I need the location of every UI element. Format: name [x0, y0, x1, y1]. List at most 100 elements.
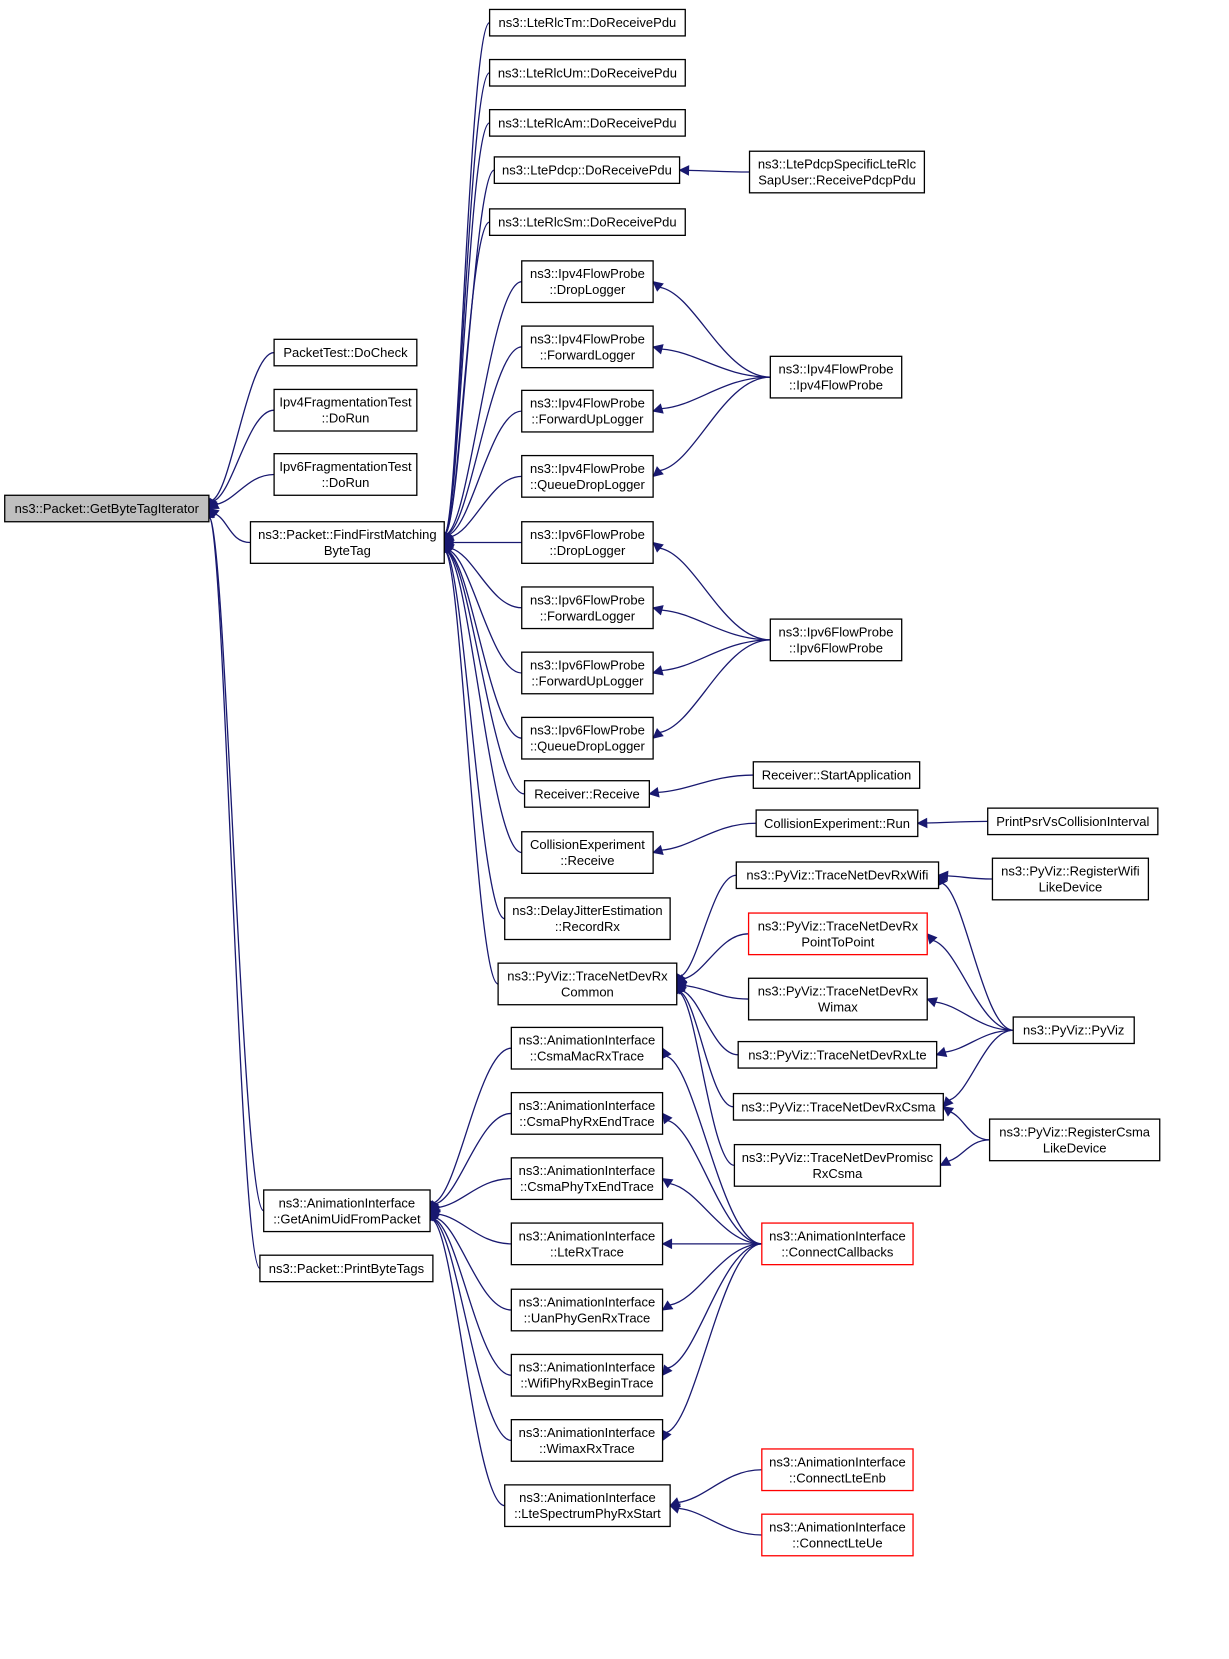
node-label: Common	[561, 984, 614, 999]
node-ai_csmamac[interactable]: ns3::AnimationInterface::CsmaMacRxTrace	[510, 1026, 664, 1070]
node-ai_uan[interactable]: ns3::AnimationInterface::UanPhyGenRxTrac…	[510, 1288, 664, 1332]
node-v4_probe[interactable]: ns3::Ipv4FlowProbe::Ipv4FlowProbe	[769, 355, 903, 399]
node-recv[interactable]: Receiver::Receive	[523, 780, 650, 808]
edge-line	[659, 547, 771, 641]
node-label: ns3::PyViz::RegisterCsma	[999, 1124, 1151, 1139]
call-edge-v4_drop-to-ffm	[441, 281, 522, 544]
node-pdcp_user[interactable]: ns3::LtePdcpSpecificLteRlcSapUser::Recei…	[748, 150, 926, 194]
node-v4_fwd[interactable]: ns3::Ipv4FlowProbe::ForwardLogger	[521, 325, 654, 369]
node-ipv6frag[interactable]: Ipv6FragmentationTest::DoRun	[273, 453, 418, 496]
call-edge-coll_run-to-coll_recv	[652, 822, 757, 856]
node-ai_enb[interactable]: ns3::AnimationInterface::ConnectLteEnb	[761, 1448, 914, 1492]
node-ai_csmaphytx[interactable]: ns3::AnimationInterface::CsmaPhyTxEndTra…	[510, 1157, 664, 1201]
node-tnd_csma[interactable]: ns3::PyViz::TraceNetDevRxCsma	[732, 1092, 944, 1121]
node-label: ::DropLogger	[549, 543, 626, 558]
node-ai_wifi[interactable]: ns3::AnimationInterface::WifiPhyRxBeginT…	[510, 1353, 664, 1397]
node-rlc_um[interactable]: ns3::LteRlcUm::DoReceivePdu	[488, 58, 686, 87]
node-psr[interactable]: PrintPsrVsCollisionInterval	[987, 807, 1159, 836]
node-label: ns3::PyViz::RegisterWifi	[1001, 864, 1140, 879]
node-v6_probe[interactable]: ns3::Ipv6FlowProbe::Ipv6FlowProbe	[769, 618, 903, 662]
node-box	[510, 1091, 664, 1135]
call-edge-ai_uan-to-anim_uid	[429, 1209, 512, 1311]
node-pdcp[interactable]: ns3::LtePdcp::DoReceivePdu	[493, 156, 681, 185]
edge-line	[942, 882, 1014, 1031]
node-label: ::QueueDropLogger	[530, 739, 646, 754]
node-root[interactable]: ns3::Packet::GetByteTagIterator	[4, 494, 210, 523]
node-label: ns3::LtePdcp::DoReceivePdu	[502, 163, 672, 178]
node-rlc_tm[interactable]: ns3::LteRlcTm::DoReceivePdu	[488, 8, 686, 37]
node-label: ns3::Ipv4FlowProbe	[530, 266, 645, 281]
call-edge-psr-to-coll_run	[916, 817, 988, 829]
edge-line	[446, 281, 522, 535]
node-ai_csmaphyrx[interactable]: ns3::AnimationInterface::CsmaPhyRxEndTra…	[510, 1091, 664, 1135]
node-coll_run[interactable]: CollisionExperiment::Run	[755, 809, 919, 838]
node-v6_drop[interactable]: ns3::Ipv6FlowProbe::DropLogger	[521, 521, 654, 564]
node-ipv4frag[interactable]: Ipv4FragmentationTest::DoRun	[273, 388, 418, 432]
node-label: ns3::Ipv6FlowProbe	[530, 592, 645, 607]
node-ai_wimax[interactable]: ns3::AnimationInterface::WimaxRxTrace	[510, 1419, 664, 1462]
node-label: ns3::AnimationInterface	[769, 1228, 906, 1243]
arrowhead-icon	[207, 499, 220, 510]
node-ai_lterx[interactable]: ns3::AnimationInterface::LteRxTrace	[510, 1222, 664, 1266]
node-label: ns3::Packet::FindFirstMatching	[258, 527, 436, 542]
edge-line	[209, 516, 265, 1212]
node-anim_uid[interactable]: ns3::AnimationInterface::GetAnimUidFromP…	[263, 1189, 431, 1233]
node-ai_connect[interactable]: ns3::AnimationInterface::ConnectCallback…	[761, 1222, 914, 1266]
edge-line	[947, 875, 993, 880]
node-label: ::ConnectLteEnb	[789, 1470, 886, 1485]
node-pyviz[interactable]: ns3::PyViz::PyViz	[1012, 1016, 1135, 1045]
node-tnd_wifi[interactable]: ns3::PyViz::TraceNetDevRxWifi	[735, 861, 940, 890]
node-v4_drop[interactable]: ns3::Ipv4FlowProbe::DropLogger	[521, 260, 654, 304]
node-box	[497, 962, 678, 1006]
node-recv_start[interactable]: Receiver::StartApplication	[752, 761, 921, 789]
node-box	[733, 1143, 942, 1187]
node-ai_ltespec[interactable]: ns3::AnimationInterface::LteSpectrumPhyR…	[504, 1484, 671, 1528]
node-tnd_lte[interactable]: ns3::PyViz::TraceNetDevRxLte	[737, 1040, 938, 1069]
call-edge-anim_uid-to-root	[204, 507, 265, 1212]
call-edge-tnd_promisc-to-tnd_common	[674, 982, 735, 1167]
node-box	[273, 338, 418, 367]
edge-line	[948, 1139, 990, 1162]
node-rlc_am[interactable]: ns3::LteRlcAm::DoReceivePdu	[488, 108, 686, 137]
node-label: Receiver::StartApplication	[762, 768, 912, 783]
node-pkt_test[interactable]: PacketTest::DoCheck	[273, 338, 418, 367]
arrowhead-icon	[661, 1178, 674, 1189]
arrowhead-icon	[652, 344, 664, 355]
edge-line	[444, 221, 491, 535]
node-label: Ipv4FragmentationTest	[279, 395, 412, 410]
edge-line	[444, 122, 491, 535]
node-rlc_sm[interactable]: ns3::LteRlcSm::DoReceivePdu	[488, 208, 686, 236]
node-label: ::Receive	[560, 853, 614, 868]
call-edge-v4_probe-to-v4_drop	[652, 280, 771, 378]
node-v4_qdrop[interactable]: ns3::Ipv4FlowProbe::QueueDropLogger	[521, 454, 654, 498]
call-edge-v4_probe-to-v4_fwd	[652, 344, 771, 378]
node-label: ::Ipv4FlowProbe	[789, 378, 883, 393]
call-edge-pyviz-to-tnd_wimax	[926, 997, 1014, 1031]
node-v6_qdrop[interactable]: ns3::Ipv6FlowProbe::QueueDropLogger	[521, 716, 654, 760]
node-label: ns3::AnimationInterface	[769, 1519, 906, 1534]
arrowhead-icon	[661, 1238, 673, 1250]
node-ai_ue[interactable]: ns3::AnimationInterface::ConnectLteUe	[761, 1513, 914, 1557]
call-edge-ai_ltespec-to-anim_uid	[427, 1209, 505, 1507]
node-box	[761, 1513, 914, 1557]
edge-line	[438, 1213, 512, 1245]
call-edge-ai_enb-to-ai_ltespec	[669, 1469, 762, 1508]
node-v6_fwdup[interactable]: ns3::Ipv6FlowProbe::ForwardUpLogger	[521, 651, 654, 695]
node-label: Wimax	[818, 1000, 858, 1015]
node-v4_fwdup[interactable]: ns3::Ipv4FlowProbe::ForwardUpLogger	[521, 389, 654, 433]
arrowhead-icon	[652, 844, 664, 856]
node-label: ::UanPhyGenRxTrace	[524, 1311, 651, 1326]
edge-line	[667, 1119, 762, 1245]
node-label: ns3::AnimationInterface	[519, 1228, 656, 1243]
node-coll_recv[interactable]: CollisionExperiment::Receive	[521, 831, 654, 874]
node-print_tags[interactable]: ns3::Packet::PrintByteTags	[259, 1254, 434, 1283]
node-delay[interactable]: ns3::DelayJitterEstimation::RecordRx	[504, 897, 671, 941]
node-v6_fwd[interactable]: ns3::Ipv6FlowProbe::ForwardLogger	[521, 586, 654, 630]
